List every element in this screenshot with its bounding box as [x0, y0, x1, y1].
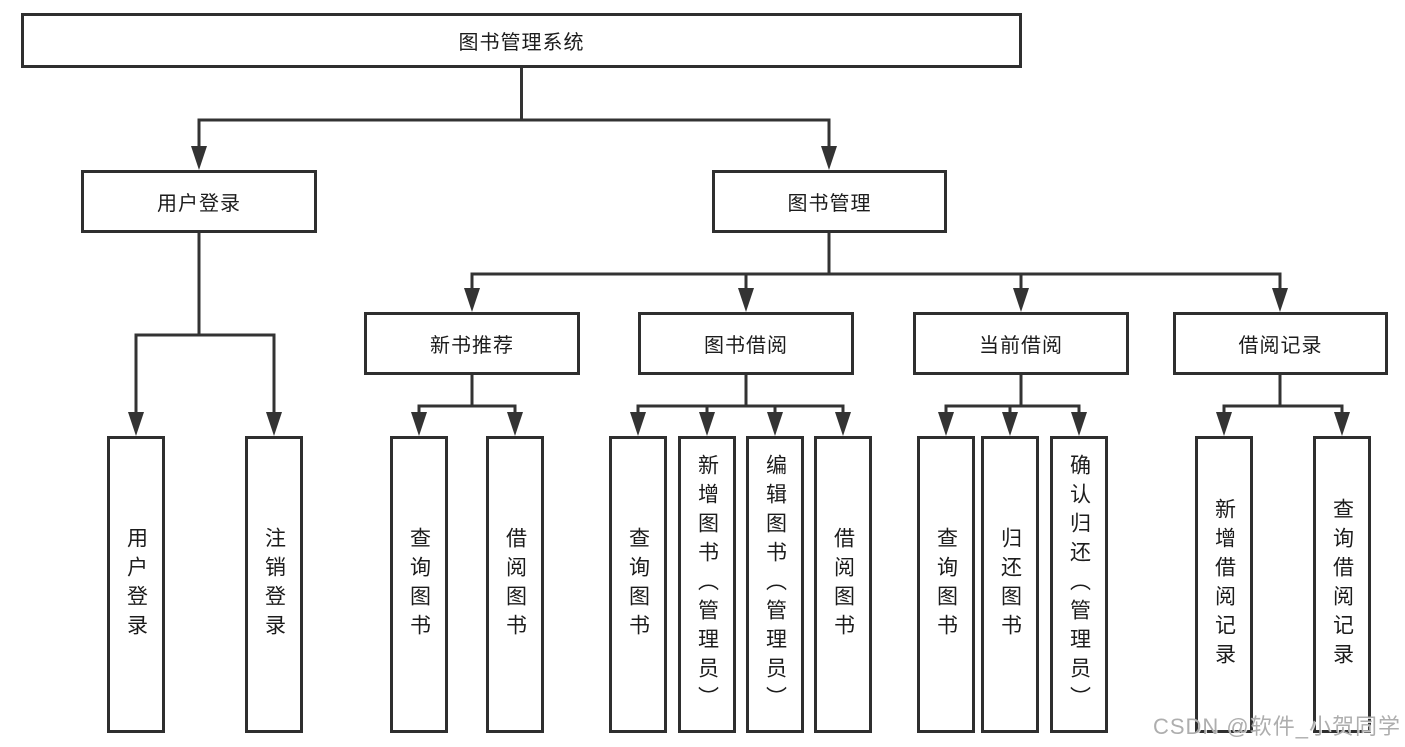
arrowhead-icon [738, 288, 754, 312]
connector-book-management [470, 233, 1282, 294]
arrowhead-icon [1272, 288, 1288, 312]
node-leaf-logout: 注销登录 [245, 436, 303, 733]
arrowhead-icon [191, 146, 207, 170]
leaf-label: 查询图书 [626, 526, 650, 643]
node-leaf-confirm-return-admin: 确认归还（管理员） [1050, 436, 1108, 733]
arrowhead-icon [767, 412, 783, 436]
node-root: 图书管理系统 [21, 13, 1022, 68]
node-leaf-query-books-1: 查询图书 [390, 436, 448, 733]
leaf-label: 查询图书 [934, 526, 958, 643]
node-book-borrow: 图书借阅 [638, 312, 854, 375]
leaf-label: 新增图书（管理员） [695, 454, 719, 715]
node-borrow-records: 借阅记录 [1173, 312, 1388, 375]
arrowhead-icon [1002, 412, 1018, 436]
arrowhead-icon [1216, 412, 1232, 436]
arrowhead-icon [266, 412, 282, 436]
node-leaf-add-books-admin: 新增图书（管理员） [678, 436, 736, 733]
leaf-label: 借阅图书 [503, 526, 527, 643]
arrowhead-icon [835, 412, 851, 436]
node-leaf-borrow-books-1: 借阅图书 [486, 436, 544, 733]
arrowhead-icon [1071, 412, 1087, 436]
node-leaf-add-borrow-record: 新增借阅记录 [1195, 436, 1253, 733]
node-leaf-query-borrow-record: 查询借阅记录 [1313, 436, 1371, 733]
arrowhead-icon [128, 412, 144, 436]
node-user-login: 用户登录 [81, 170, 317, 233]
leaf-label: 查询借阅记录 [1330, 497, 1354, 672]
connector-borrow-records [1222, 375, 1344, 416]
leaf-label: 用户登录 [124, 526, 148, 643]
leaf-label: 编辑图书（管理员） [763, 454, 787, 715]
node-book-management: 图书管理 [712, 170, 947, 233]
leaf-label: 查询图书 [407, 526, 431, 643]
leaf-label: 借阅图书 [831, 526, 855, 643]
arrowhead-icon [821, 146, 837, 170]
leaf-label: 归还图书 [998, 526, 1022, 643]
node-new-book-recommend: 新书推荐 [364, 312, 580, 375]
node-leaf-edit-books-admin: 编辑图书（管理员） [746, 436, 804, 733]
arrowhead-icon [699, 412, 715, 436]
connector-book-borrow [636, 375, 845, 416]
csdn-watermark: CSDN @软件_小贺同学 [1152, 714, 1401, 739]
arrowhead-icon [1013, 288, 1029, 312]
leaf-label: 确认归还（管理员） [1067, 454, 1091, 715]
arrowhead-icon [938, 412, 954, 436]
arrowhead-icon [1334, 412, 1350, 436]
connector-new-books [417, 375, 517, 416]
arrowhead-icon [411, 412, 427, 436]
node-current-borrow: 当前借阅 [913, 312, 1129, 375]
leaf-label: 注销登录 [262, 526, 286, 643]
node-leaf-user-login: 用户登录 [107, 436, 165, 733]
arrowhead-icon [630, 412, 646, 436]
node-leaf-query-books-3: 查询图书 [917, 436, 975, 733]
node-leaf-return-books: 归还图书 [981, 436, 1039, 733]
connector-user-login [134, 233, 276, 414]
connector-root [197, 68, 831, 152]
leaf-label: 新增借阅记录 [1212, 497, 1236, 672]
node-leaf-query-books-2: 查询图书 [609, 436, 667, 733]
arrowhead-icon [507, 412, 523, 436]
node-leaf-borrow-books-2: 借阅图书 [814, 436, 872, 733]
arrowhead-icon [464, 288, 480, 312]
connector-current-borrow [944, 375, 1081, 416]
